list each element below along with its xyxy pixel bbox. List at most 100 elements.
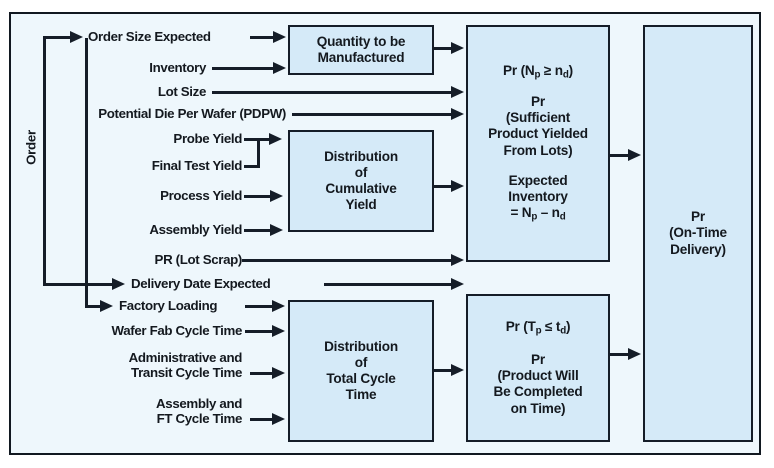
box-quantity-to-be-manufactured[interactable]: Quantity to be Manufactured (288, 25, 434, 75)
on-time-delivery-line-3: Delivery) (670, 241, 726, 257)
sufficient-product-line-6: Inventory (508, 189, 568, 205)
order-branch-factory-line (85, 305, 103, 308)
box-distribution-of-cumulative-yield[interactable]: Distribution of Cumulative Yield (288, 130, 434, 232)
line-pr-completed-to-delivery (610, 353, 630, 356)
sp-formula-sub2: d (562, 69, 569, 81)
input-label-factory-loading: Factory Loading (119, 298, 218, 313)
total-cycle-line-1: Distribution (324, 338, 398, 354)
line-final-test-yield-stub (244, 165, 260, 168)
line-yield-merge-vertical (257, 138, 260, 167)
box-pr-product-will-be-completed-on-time[interactable]: Pr (Tp ≤ td) Pr (Product Will Be Complet… (466, 294, 610, 442)
cot-formula-sub1: p (535, 325, 542, 337)
arrow-yield-merge-to-box (269, 132, 282, 145)
quantity-box-line-1: Quantity to be (316, 33, 406, 49)
line-inventory-to-quantity (212, 67, 275, 70)
arrow-assembly-ft-to-box (272, 412, 285, 425)
arrow-assembly-yield-to-box (270, 223, 283, 236)
line-pdpw-to-pr-box (292, 113, 453, 116)
sufficient-product-line-1: Pr (531, 93, 545, 109)
line-lot-scrap-to-pr-box (242, 259, 453, 262)
order-branch-top-line (43, 36, 73, 39)
assembly-ft-line-1: Assembly and (156, 396, 242, 411)
arrow-process-yield-to-box (270, 189, 283, 202)
line-factory-loading-to-box (245, 305, 275, 308)
arrow-lot-size-to-pr-box (451, 85, 464, 98)
cot-formula-sub2: d (560, 325, 566, 337)
arrow-admin-transit-to-box (272, 366, 285, 379)
order-branch-factory-arrow (100, 299, 113, 312)
line-probe-yield-stub (244, 138, 260, 141)
sufficient-product-line-3: Product Yielded (488, 126, 588, 142)
cot-formula-pre: Pr (T (505, 319, 536, 335)
sufficient-product-line-2: (Sufficient (505, 109, 571, 125)
input-label-order-size-expected: Order Size Expected (88, 29, 211, 44)
line-order-size-to-quantity (250, 36, 275, 39)
input-label-assembly-ft-cycle-time: Assembly and FT Cycle Time (20, 396, 242, 426)
sp-formula-sub1: p (534, 69, 541, 81)
admin-cycle-line-1: Administrative and (128, 350, 243, 365)
sp-eq-sub1: p (531, 212, 538, 224)
total-cycle-line-2: of (354, 354, 368, 370)
input-label-pdpw: Potential Die Per Wafer (PDPW) (98, 106, 286, 121)
order-branch-top-arrow (70, 30, 83, 43)
input-label-administrative-transit-cycle-time: Administrative and Transit Cycle Time (20, 350, 243, 380)
sufficient-product-equation: = Np – nd (472, 205, 604, 223)
line-assembly-yield-to-box (244, 229, 273, 232)
arrow-order-size-to-quantity (273, 30, 286, 43)
order-branch-delivery-arrow (112, 277, 125, 290)
line-process-yield-to-box (244, 195, 273, 198)
cumulative-yield-line-1: Distribution (324, 148, 398, 164)
input-label-lot-size: Lot Size (157, 84, 207, 99)
sp-formula-post: ) (568, 63, 574, 79)
line-admin-transit-to-box (250, 372, 275, 375)
line-total-cycle-to-time-box (434, 369, 454, 372)
completed-on-time-line-4: on Time) (510, 400, 566, 416)
sp-formula-mid: ≥ n (540, 63, 563, 79)
sufficient-product-line-4: From Lots) (503, 142, 573, 158)
sufficient-product-line-5: Expected (508, 172, 568, 188)
line-quantity-to-pr-box (434, 47, 454, 50)
input-label-final-test-yield: Final Test Yield (151, 158, 243, 173)
completed-on-time-line-1: Pr (531, 351, 545, 367)
arrow-wafer-fab-to-box (272, 324, 285, 337)
box-pr-on-time-delivery[interactable]: Pr (On-Time Delivery) (643, 25, 753, 442)
line-pr-sufficient-to-delivery (610, 154, 630, 157)
arrow-pr-completed-to-delivery (628, 347, 641, 360)
input-label-assembly-yield: Assembly Yield (149, 222, 242, 237)
on-time-delivery-line-1: Pr (691, 209, 705, 225)
line-assembly-ft-to-box (250, 418, 275, 421)
arrow-cumulative-yield-to-pr-box (451, 179, 464, 192)
completed-on-time-line-3: Be Completed (493, 384, 583, 400)
cumulative-yield-line-4: Yield (345, 197, 377, 213)
input-label-probe-yield: Probe Yield (173, 131, 242, 146)
cot-formula-mid: ≤ t (541, 319, 561, 335)
input-label-inventory: Inventory (149, 60, 206, 75)
input-label-pr-lot-scrap: PR (Lot Scrap) (154, 252, 243, 267)
input-label-wafer-fab-cycle-time: Wafer Fab Cycle Time (111, 323, 243, 338)
arrow-total-cycle-to-time-box (451, 363, 464, 376)
line-cumulative-yield-to-pr-box (434, 185, 454, 188)
input-label-delivery-date-expected: Delivery Date Expected (131, 276, 271, 291)
sp-eq-pre: = N (510, 205, 532, 221)
input-label-process-yield: Process Yield (160, 188, 242, 203)
cot-formula-post: ) (565, 319, 571, 335)
box-distribution-of-total-cycle-time[interactable]: Distribution of Total Cycle Time (288, 300, 434, 442)
arrow-delivery-date-to-time-box (451, 277, 464, 290)
line-wafer-fab-to-box (245, 330, 275, 333)
total-cycle-line-3: Total Cycle (326, 371, 396, 386)
order-branch-delivery-line (43, 283, 116, 286)
cumulative-yield-line-2: of (354, 164, 368, 180)
completed-on-time-line-2: (Product Will (497, 367, 579, 383)
line-lot-size-to-pr-box (212, 91, 453, 94)
sp-formula-pre: Pr (N (503, 63, 535, 79)
arrow-inventory-to-quantity (273, 61, 286, 74)
order-trunk-left-line (43, 38, 46, 286)
arrow-pdpw-to-pr-box (451, 107, 464, 120)
assembly-ft-line-2: FT Cycle Time (156, 411, 243, 427)
sp-eq-mid: – n (537, 205, 560, 221)
line-yield-merge-to-box (257, 138, 271, 141)
completed-on-time-formula: Pr (Tp ≤ td) (472, 319, 604, 337)
box-pr-sufficient-product-yielded[interactable]: Pr (Np ≥ nd) Pr (Sufficient Product Yiel… (466, 25, 610, 262)
arrow-factory-loading-to-box (272, 299, 285, 312)
